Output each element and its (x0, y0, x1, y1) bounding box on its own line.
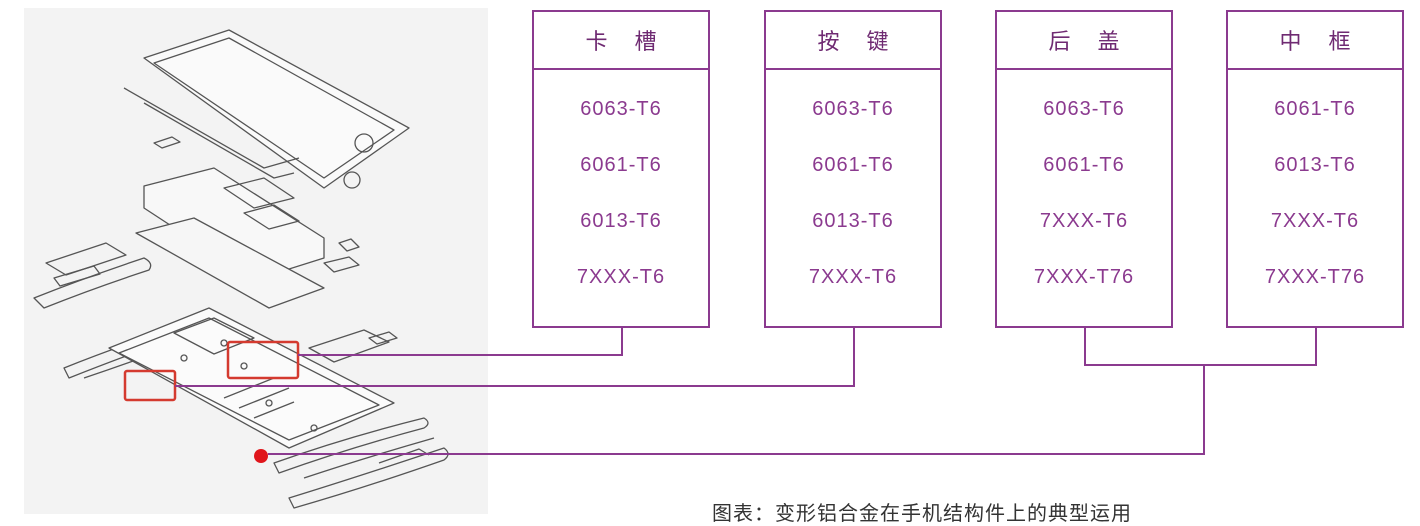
material-grade: 6061-T6 (1274, 98, 1356, 120)
material-box-title: 后 盖 (997, 12, 1171, 70)
material-grade: 7XXX-T6 (1039, 210, 1129, 232)
material-grade: 6063-T6 (580, 98, 662, 120)
material-grade: 6063-T6 (1043, 98, 1125, 120)
material-grade: 6061-T6 (812, 154, 894, 176)
material-grade: 7XXX-T6 (1270, 210, 1360, 232)
material-grade: 7XXX-T76 (1264, 266, 1366, 288)
material-box-back-cover: 后 盖 6063-T6 6061-T6 7XXX-T6 7XXX-T76 (995, 10, 1173, 328)
material-box-button: 按 键 6063-T6 6061-T6 6013-T6 7XXX-T6 (764, 10, 942, 328)
material-grade: 6013-T6 (1274, 154, 1356, 176)
material-grade: 6013-T6 (812, 210, 894, 232)
material-box-middle-frame: 中 框 6061-T6 6013-T6 7XXX-T6 7XXX-T76 (1226, 10, 1404, 328)
material-grade: 6013-T6 (580, 210, 662, 232)
material-box-title: 中 框 (1228, 12, 1402, 70)
material-box-title: 卡 槽 (534, 12, 708, 70)
material-box-title: 按 键 (766, 12, 940, 70)
connector-lines (175, 328, 1317, 455)
material-grade: 6063-T6 (812, 98, 894, 120)
figure-caption: 图表：变形铝合金在手机结构件上的典型运用 (712, 501, 1132, 525)
material-grade: 7XXX-T6 (808, 266, 898, 288)
exploded-phone-illustration (24, 8, 488, 514)
material-grade: 7XXX-T76 (1033, 266, 1135, 288)
material-grade: 6061-T6 (1043, 154, 1125, 176)
material-grade: 6061-T6 (580, 154, 662, 176)
material-grade: 7XXX-T6 (576, 266, 666, 288)
material-box-card-slot: 卡 槽 6063-T6 6061-T6 6013-T6 7XXX-T6 (532, 10, 710, 328)
